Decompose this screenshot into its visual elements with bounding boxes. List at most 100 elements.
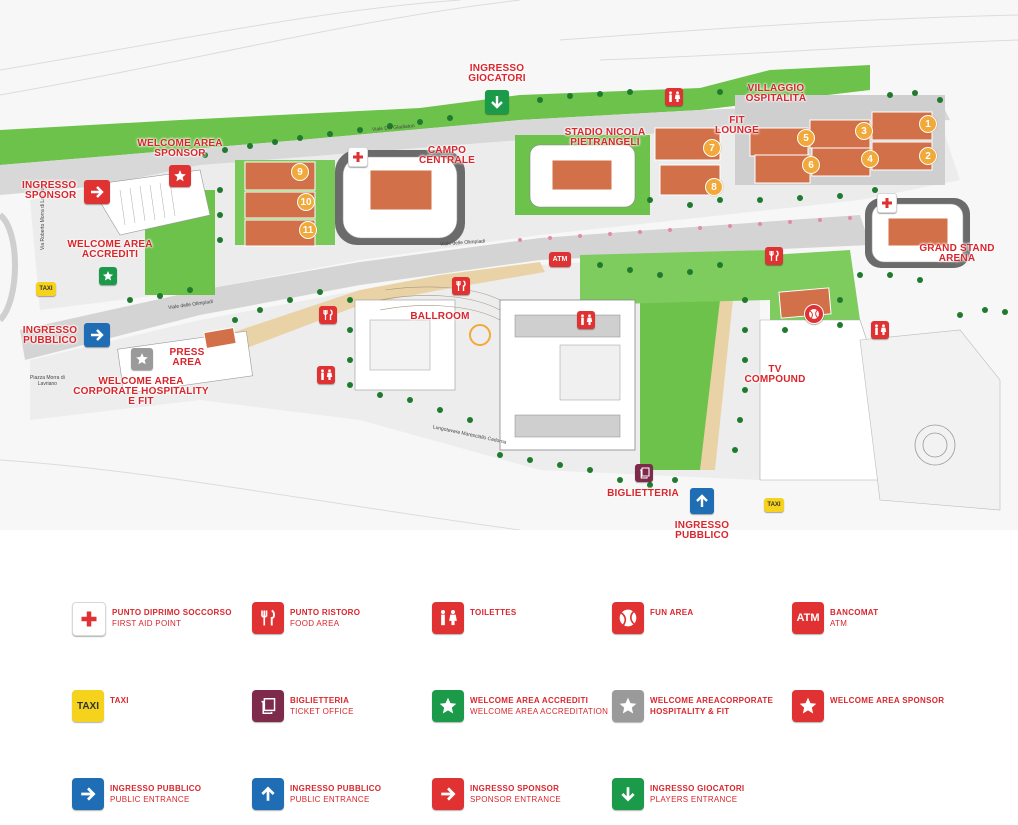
label-stadio-nicola-pietrangeli: STADIO NICOLA PIETRANGELI xyxy=(564,127,646,148)
label-welcome-area-corporate: WELCOME AREA CORPORATE HOSPITALITY E FIT xyxy=(73,376,209,407)
fork-knife-icon xyxy=(323,309,333,320)
label-ingresso-sponsor: INGRESSO SPONSOR xyxy=(22,180,77,201)
label-ingresso-pubblico-west: INGRESSO PUBBLICO xyxy=(22,325,78,346)
legend-item-fun-area: FUN AREA xyxy=(612,602,693,634)
arrow-down-green-icon xyxy=(612,778,644,810)
atm-marker[interactable]: ATM xyxy=(549,252,571,267)
court-number-3: 3 xyxy=(855,122,873,140)
sponsor-entrance-marker[interactable] xyxy=(84,180,110,204)
arrow-down-icon xyxy=(491,96,503,109)
street-piazza-morra: Piazza Morra di Lavriano xyxy=(30,375,65,387)
toilets-marker-north[interactable] xyxy=(665,88,683,106)
legend-item-players-entrance: INGRESSO GIOCATORI PLAYERS ENTRANCE xyxy=(612,778,744,810)
star-grey-icon xyxy=(612,690,644,722)
fork-knife-icon xyxy=(456,280,466,291)
toilets-marker-center[interactable] xyxy=(577,311,595,329)
arrow-right-red-icon xyxy=(432,778,464,810)
legend-label-en: TICKET OFFICE xyxy=(290,707,354,716)
first-aid-marker-centrale[interactable] xyxy=(348,147,368,167)
court-number-9: 9 xyxy=(291,163,309,181)
public-entrance-west-marker[interactable] xyxy=(84,323,110,347)
label-campo-centrale: CAMPO CENTRALE xyxy=(418,145,476,166)
taxi-marker-west[interactable]: TAXI xyxy=(36,282,56,296)
court-number-6: 6 xyxy=(802,156,820,174)
legend-label-it: BIGLIETTERIA xyxy=(290,696,350,705)
star-icon xyxy=(174,170,186,182)
legend-label-it: BANCOMAT xyxy=(830,608,879,617)
food-marker-east[interactable] xyxy=(765,247,783,265)
label-press-area: PRESS AREA xyxy=(169,347,205,368)
label-villaggio-ospitalita: VILLAGGIO OSPITALITÀ xyxy=(745,83,807,104)
legend-item-welcome-accrediti: WELCOME AREA ACCREDITI WELCOME AREA ACCRE… xyxy=(432,690,608,722)
first-aid-icon xyxy=(882,198,892,208)
welcome-sponsor-marker[interactable] xyxy=(169,165,191,187)
court-number-7: 7 xyxy=(703,139,721,157)
arrow-up-blue-icon xyxy=(252,778,284,810)
tennis-ball-icon xyxy=(809,309,819,319)
toilets-icon xyxy=(432,602,464,634)
court-number-11: 11 xyxy=(299,221,317,239)
first-aid-marker-grandstand[interactable] xyxy=(877,193,897,213)
legend-label-en: WELCOME AREA ACCREDITATION xyxy=(470,707,609,716)
court-number-2: 2 xyxy=(919,147,937,165)
legend-label-it: TAXI xyxy=(110,696,129,705)
legend-label-it: INGRESSO PUBBLICO xyxy=(110,784,202,793)
legend-label-it: WELCOME AREA ACCREDITI xyxy=(470,696,589,705)
legend-label-it: PUNTO RISTORO xyxy=(290,608,361,617)
legend-label-en: PLAYERS ENTRANCE xyxy=(650,795,738,804)
legend-label-it: PUNTO DIPRIMO SOCCORSO xyxy=(112,608,232,617)
map-legend: PUNTO DIPRIMO SOCCORSO FIRST AID POINT PU… xyxy=(0,595,1018,825)
court-number-4: 4 xyxy=(861,150,879,168)
star-icon xyxy=(136,353,148,365)
players-entrance-marker[interactable] xyxy=(485,90,509,114)
atm-icon: ATM xyxy=(792,602,824,634)
label-ballroom: BALLROOM xyxy=(410,311,470,322)
legend-label-it: FUN AREA xyxy=(650,608,694,617)
legend-item-food: PUNTO RISTORO FOOD AREA xyxy=(252,602,360,634)
court-number-10: 10 xyxy=(297,193,315,211)
legend-item-public-entrance-right: INGRESSO PUBBLICO PUBLIC ENTRANCE xyxy=(72,778,201,810)
legend-label-en: PUBLIC ENTRANCE xyxy=(110,795,190,804)
ticket-office-marker[interactable] xyxy=(635,464,653,482)
legend-item-first-aid: PUNTO DIPRIMO SOCCORSO FIRST AID POINT xyxy=(72,602,232,636)
toilets-icon xyxy=(321,369,333,380)
toilets-marker-east[interactable] xyxy=(871,321,889,339)
ticket-icon xyxy=(252,690,284,722)
venue-map: Viale Dei Gladiatori Viale delle Olimpia… xyxy=(0,0,1018,541)
taxi-marker-south[interactable]: TAXI xyxy=(764,498,784,512)
legend-label-it: INGRESSO GIOCATORI xyxy=(650,784,745,793)
legend-item-ticket-office: BIGLIETTERIA TICKET OFFICE xyxy=(252,690,354,722)
label-welcome-area-accrediti: WELCOME AREA ACCREDITI xyxy=(67,239,153,260)
map-canvas xyxy=(0,0,1018,530)
toilets-marker-west[interactable] xyxy=(317,366,335,384)
legend-label-en: SPONSOR ENTRANCE xyxy=(470,795,562,804)
star-red-icon xyxy=(792,690,824,722)
label-ingresso-pubblico-south: INGRESSO PUBBLICO xyxy=(674,520,730,541)
star-icon xyxy=(103,271,113,281)
arrow-right-icon xyxy=(91,186,104,198)
legend-label-en: FOOD AREA xyxy=(290,619,340,628)
taxi-icon: TAXI xyxy=(72,690,104,722)
first-aid-icon xyxy=(72,602,106,636)
label-grand-stand-arena: GRAND STAND ARENA xyxy=(919,243,995,264)
welcome-corporate-marker[interactable] xyxy=(131,348,153,370)
arrow-up-icon xyxy=(696,494,708,507)
legend-label-it: INGRESSO PUBBLICO xyxy=(290,784,382,793)
food-marker-west[interactable] xyxy=(319,306,337,324)
label-welcome-area-sponsor: WELCOME AREA SPONSOR xyxy=(137,138,223,159)
fun-area-marker[interactable] xyxy=(804,304,824,324)
arrow-right-icon xyxy=(91,329,104,341)
court-number-1: 1 xyxy=(919,115,937,133)
public-entrance-south-marker[interactable] xyxy=(690,488,714,514)
star-green-icon xyxy=(432,690,464,722)
legend-item-toilets: TOILETTES xyxy=(432,602,517,634)
legend-label-en: FIRST AID POINT xyxy=(112,619,182,628)
first-aid-icon xyxy=(353,152,363,162)
food-marker-ballroom[interactable] xyxy=(452,277,470,295)
welcome-accrediti-marker[interactable] xyxy=(99,267,117,285)
fork-knife-icon xyxy=(769,250,779,261)
